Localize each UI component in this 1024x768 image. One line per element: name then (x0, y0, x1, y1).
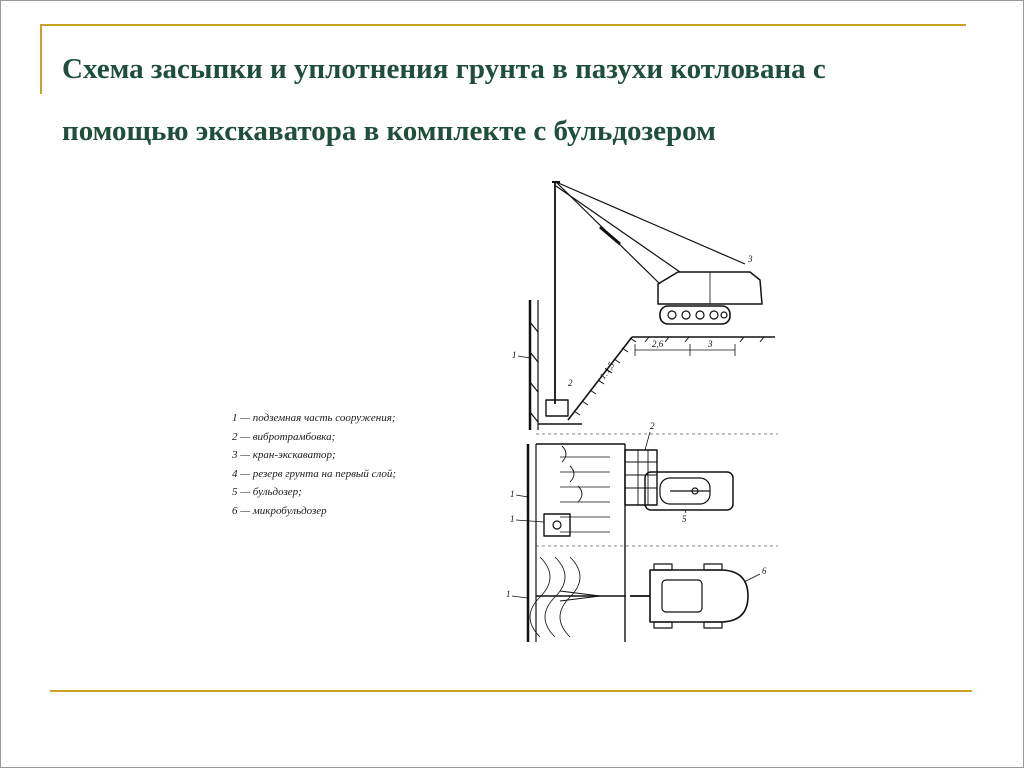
backfill-diagram: 1 3 (506, 181, 778, 642)
slide-title: Схема засыпки и уплотнения грунта в пазу… (62, 38, 962, 162)
label-dim-b: 3 (707, 339, 713, 349)
slide-title-line-2: помощью экскаватора в комплекте с бульдо… (62, 115, 716, 147)
label-3: 3 (747, 254, 753, 264)
legend-item-6: 6 — микробульдозер (232, 504, 327, 517)
top-decorative-rule (40, 24, 966, 26)
label-1-plan: 1 (510, 489, 515, 499)
label-2-plan: 2 (650, 421, 655, 431)
legend-item-4: 4 — резерв грунта на первый слой; (232, 467, 397, 480)
legend-item-2: 2 — вибротрамбовка; (232, 430, 336, 443)
label-5: 5 (682, 514, 687, 524)
label-dim-a: 2,6 (652, 339, 664, 349)
legend-item-3: 3 — кран-экскаватор; (232, 449, 336, 461)
label-1-section: 1 (512, 350, 517, 360)
plan-view-microbulldozer (529, 556, 749, 638)
section-view: 1 3 (512, 181, 778, 435)
label-slope: 1:1,5 (597, 360, 616, 382)
legend-item-5: 5 — бульдозер; (232, 486, 302, 498)
slide-title-line-1: Схема засыпки и уплотнения грунта в пазу… (62, 53, 826, 85)
left-decorative-rule (40, 24, 42, 94)
diagram-legend: 1 — подземная часть сооружения; 2 — вибр… (232, 409, 482, 520)
legend-item-1: 1 — подземная часть сооружения; (232, 412, 396, 424)
label-1-plan-b: 1 (510, 514, 515, 524)
structure-wall-section (528, 300, 539, 430)
label-2-section: 2 (568, 378, 573, 388)
vibro-tamper-section (538, 399, 582, 425)
ground-and-slope (567, 336, 775, 421)
bottom-decorative-rule (50, 690, 972, 692)
plan-view-bulldozer (526, 443, 778, 642)
label-1-bottom: 1 (506, 589, 511, 599)
crane-excavator (552, 181, 763, 404)
label-6: 6 (762, 566, 767, 576)
